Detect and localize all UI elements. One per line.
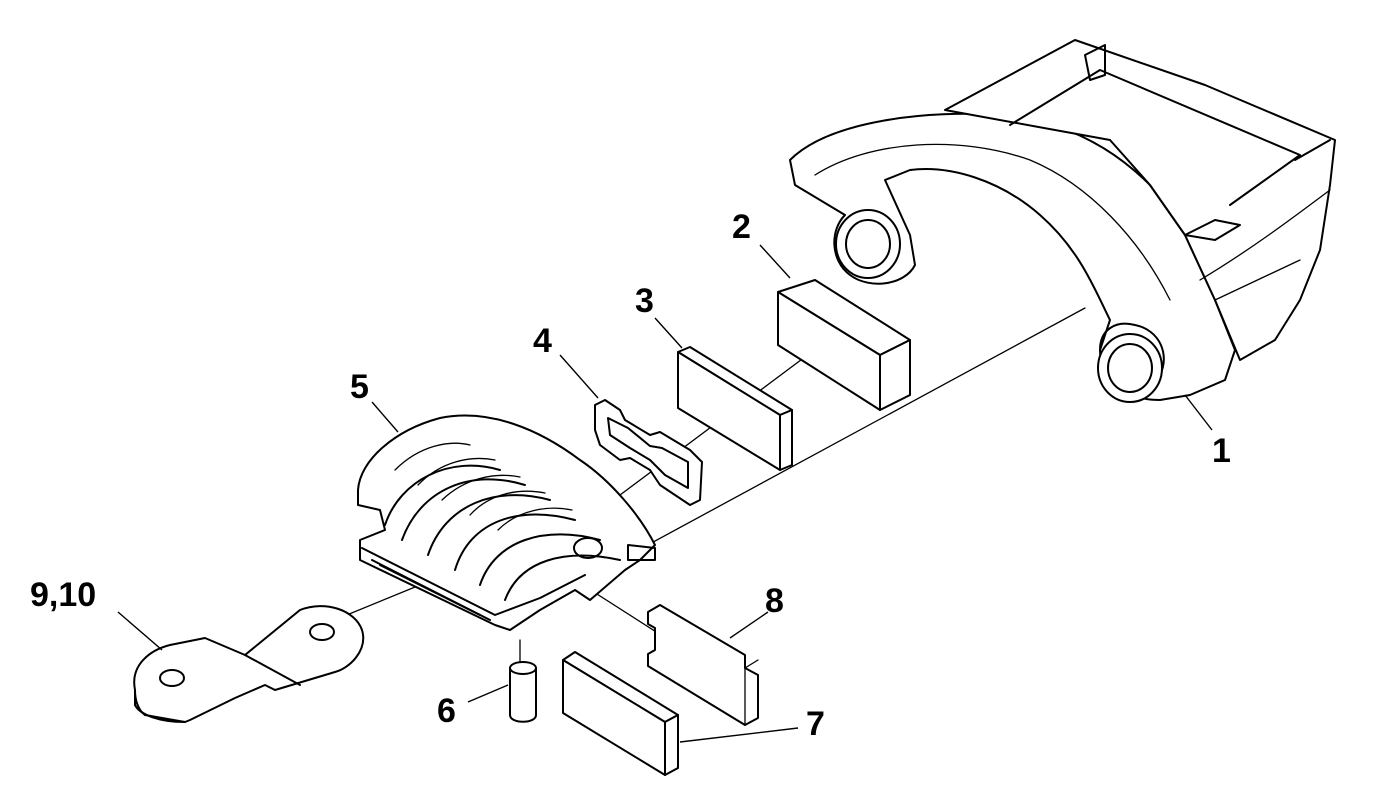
part-7-plate: [562, 651, 679, 776]
leader-4: [559, 354, 599, 399]
part-5-pad-housing: [357, 414, 656, 631]
callout-6: 6: [437, 692, 456, 730]
callout-2: 2: [732, 208, 751, 246]
callout-7: 7: [806, 705, 825, 743]
leader-2: [759, 244, 791, 279]
callout-4: 4: [533, 322, 552, 360]
part-2-block: [777, 279, 911, 411]
callout-9-10: 9,10: [30, 576, 96, 614]
part-9-10-link-plate: [133, 605, 365, 723]
leader-6: [467, 684, 509, 703]
leader-8: [729, 611, 769, 639]
callout-labels: 1 2 3 4 5 6 7 8 9,10: [30, 208, 1231, 743]
part-6-pin: [509, 661, 537, 723]
leader-9-10: [117, 611, 163, 651]
callout-5: 5: [350, 368, 369, 406]
callout-3: 3: [635, 282, 654, 320]
leader-7: [679, 727, 799, 743]
part-1-bracket: [789, 39, 1336, 403]
part-3-plate: [677, 346, 793, 471]
leader-3: [654, 317, 683, 349]
part-4-shim: [594, 399, 703, 506]
leader-1: [1184, 394, 1213, 431]
leader-lines: [117, 244, 1213, 743]
callout-1: 1: [1212, 432, 1231, 470]
callout-8: 8: [765, 582, 784, 620]
leader-5: [371, 401, 399, 433]
part-8-shim-plate: [647, 604, 759, 726]
